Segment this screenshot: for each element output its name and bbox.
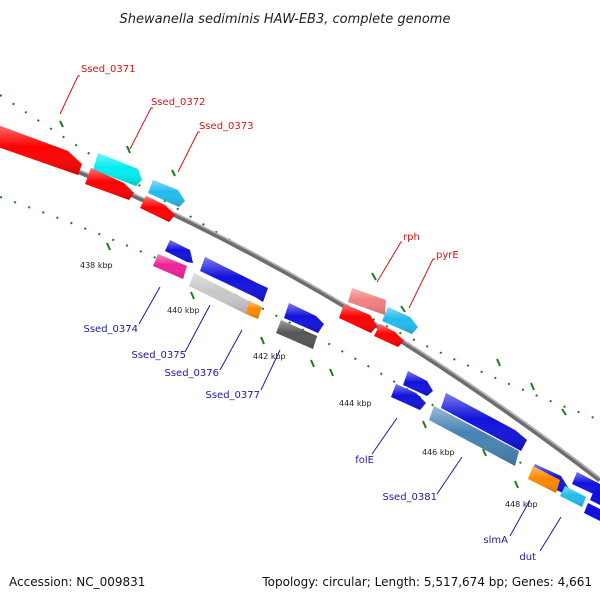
- tick-label-444: 444 kbp: [339, 399, 372, 408]
- tick-label-438: 438 kbp: [80, 261, 113, 270]
- label-ssed-0372[interactable]: Ssed_0372: [151, 97, 206, 108]
- label-ssed-0371[interactable]: Ssed_0371: [81, 64, 136, 75]
- tick-labels: 438 kbp 440 kbp 442 kbp 444 kbp 446 kbp …: [80, 261, 538, 509]
- outer-tick-ring: [0, 94, 600, 421]
- label-dut[interactable]: dut: [519, 552, 536, 563]
- reverse-label-leaders: [138, 286, 562, 552]
- label-slma[interactable]: slmA: [483, 535, 508, 546]
- gene-ssed-0371-arrow[interactable]: [0, 124, 82, 175]
- reverse-strand-genes: [153, 240, 600, 521]
- map-title: Shewanella sediminis HAW-EB3, complete g…: [120, 12, 451, 27]
- gene-ssed-0374-blue-arrow[interactable]: [165, 240, 193, 263]
- gene-fole-arrow[interactable]: [391, 384, 426, 410]
- label-ssed-0375[interactable]: Ssed_0375: [131, 350, 186, 361]
- reverse-labels: Ssed_0374 Ssed_0375 Ssed_0376 Ssed_0377 …: [83, 324, 536, 563]
- gene-dut-blue-arrow[interactable]: [572, 472, 600, 497]
- gene-ssed-0381-blue-arrow[interactable]: [441, 393, 527, 451]
- genome-backbone: [0, 138, 600, 482]
- label-ssed-0374[interactable]: Ssed_0374: [83, 324, 138, 335]
- gene-edge-lower-arrow[interactable]: [584, 503, 600, 521]
- inner-tick-ring: [0, 196, 581, 506]
- gene-ssed-0376-block[interactable]: [246, 301, 262, 319]
- gene-ssed-0374-block[interactable]: [153, 254, 187, 279]
- gene-ssed-0377-block[interactable]: [276, 320, 317, 349]
- gene-fole-upper-arrow[interactable]: [403, 371, 433, 396]
- gene-rph-arrow[interactable]: [348, 288, 386, 315]
- label-ssed-0376[interactable]: Ssed_0376: [164, 368, 219, 379]
- label-ssed-0377[interactable]: Ssed_0377: [205, 390, 260, 401]
- gene-pyre-paired-arrow[interactable]: [374, 324, 404, 347]
- tick-label-440: 440 kbp: [167, 306, 200, 315]
- genome-summary-text: Topology: circular; Length: 5,517,674 bp…: [261, 575, 592, 589]
- label-fole[interactable]: folE: [355, 455, 374, 466]
- gene-ssed-0373-paired-arrow[interactable]: [140, 196, 175, 222]
- label-ssed-0373[interactable]: Ssed_0373: [199, 121, 254, 132]
- gene-pyre-arrow[interactable]: [382, 307, 418, 334]
- label-rph[interactable]: rph: [403, 232, 420, 243]
- gene-ssed-0381-block[interactable]: [429, 406, 519, 466]
- gene-ssed-0377-blue-arrow[interactable]: [284, 303, 324, 333]
- gene-slma-block[interactable]: [528, 466, 560, 493]
- major-tick-marks: [59, 120, 567, 489]
- gene-ssed-0372-arrow[interactable]: [93, 153, 142, 186]
- forward-labels: Ssed_0371 Ssed_0372 Ssed_0373 rph pyrE: [81, 64, 459, 261]
- gene-rph-paired-arrow[interactable]: [339, 304, 377, 333]
- tick-label-448: 448 kbp: [505, 500, 538, 509]
- tick-label-446: 446 kbp: [422, 448, 455, 457]
- tick-label-442: 442 kbp: [253, 352, 286, 361]
- gene-dut-block[interactable]: [560, 486, 586, 507]
- gene-ssed-0375-block[interactable]: [189, 273, 249, 314]
- accession-text: Accession: NC_009831: [9, 575, 145, 589]
- label-ssed-0381[interactable]: Ssed_0381: [382, 492, 437, 503]
- gene-ssed-0375-blue-arrow[interactable]: [200, 257, 268, 302]
- label-pyre[interactable]: pyrE: [436, 250, 459, 261]
- gene-ssed-0373-arrow[interactable]: [148, 180, 185, 207]
- gene-ssed-0372-paired-arrow[interactable]: [85, 168, 134, 200]
- forward-strand-genes: [0, 124, 418, 347]
- gene-edge-blue-arrow[interactable]: [590, 488, 600, 505]
- forward-label-leaders: [59, 75, 435, 309]
